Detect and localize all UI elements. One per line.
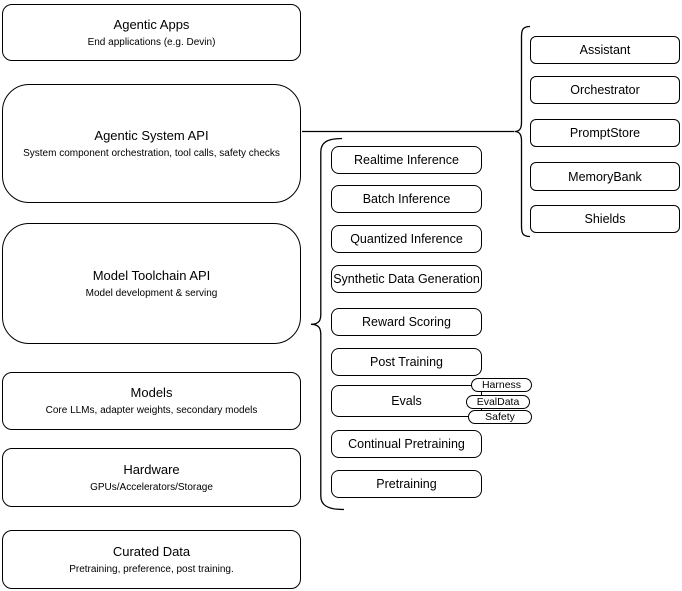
node-subtitle: Pretraining, preference, post training. — [69, 563, 234, 575]
node-title: Hardware — [123, 461, 180, 477]
pill-label: Harness — [481, 379, 522, 391]
node-reward-scoring: Reward Scoring — [331, 308, 482, 336]
node-title: Model Toolchain API — [92, 267, 211, 283]
node-evals: Evals — [331, 385, 482, 417]
node-label: Pretraining — [376, 477, 437, 491]
node-label: Continual Pretraining — [348, 437, 465, 451]
node-evals-harness: Harness — [471, 378, 532, 392]
node-label: Quantized Inference — [350, 232, 463, 246]
brace-system-components — [514, 25, 531, 238]
node-batch-inference: Batch Inference — [331, 185, 482, 213]
node-pretraining: Pretraining — [331, 470, 482, 498]
node-label: Batch Inference — [362, 192, 451, 206]
node-agentic-system-api: Agentic System API System component orch… — [2, 84, 301, 203]
node-realtime-inference: Realtime Inference — [331, 146, 482, 174]
node-promptstore: PromptStore — [530, 119, 680, 147]
node-title: Agentic System API — [94, 127, 209, 143]
node-models: Models Core LLMs, adapter weights, secon… — [2, 372, 301, 430]
node-title: Models — [130, 385, 173, 400]
node-curated-data: Curated Data Pretraining, preference, po… — [2, 530, 301, 589]
node-subtitle: GPUs/Accelerators/Storage — [90, 481, 213, 493]
node-label: Evals — [391, 394, 422, 408]
node-subtitle: Model development & serving — [85, 287, 218, 299]
node-agentic-apps: Agentic Apps End applications (e.g. Devi… — [2, 4, 301, 61]
pill-label: EvalData — [476, 396, 520, 408]
node-memorybank: MemoryBank — [530, 162, 680, 191]
node-label: Reward Scoring — [362, 315, 451, 329]
node-label: Synthetic Data Generation — [333, 272, 480, 286]
node-label: Assistant — [579, 43, 631, 57]
node-label: MemoryBank — [568, 169, 642, 184]
pill-label: Safety — [485, 411, 515, 423]
node-label: Shields — [584, 212, 626, 226]
node-orchestrator: Orchestrator — [530, 76, 680, 104]
node-label: Orchestrator — [570, 83, 640, 97]
node-evals-safety: Safety — [468, 410, 532, 424]
node-subtitle: Core LLMs, adapter weights, secondary mo… — [45, 405, 258, 416]
node-subtitle: System component orchestration, tool cal… — [23, 147, 280, 159]
node-label: Realtime Inference — [354, 153, 459, 167]
node-hardware: Hardware GPUs/Accelerators/Storage — [2, 448, 301, 507]
node-subtitle: End applications (e.g. Devin) — [87, 36, 216, 48]
node-quantized-inference: Quantized Inference — [331, 225, 482, 253]
node-title: Agentic Apps — [113, 16, 190, 32]
node-synthetic-data-generation: Synthetic Data Generation — [331, 265, 482, 293]
node-evals-evaldata: EvalData — [466, 395, 530, 409]
node-shields: Shields — [530, 205, 680, 233]
node-label: PromptStore — [569, 126, 641, 140]
node-post-training: Post Training — [331, 348, 482, 376]
node-continual-pretraining: Continual Pretraining — [331, 430, 482, 458]
node-label: Post Training — [370, 355, 443, 369]
node-title: Curated Data — [112, 543, 191, 559]
brace-toolchain-components — [310, 137, 345, 511]
node-model-toolchain-api: Model Toolchain API Model development & … — [2, 223, 301, 344]
node-assistant: Assistant — [530, 36, 680, 64]
